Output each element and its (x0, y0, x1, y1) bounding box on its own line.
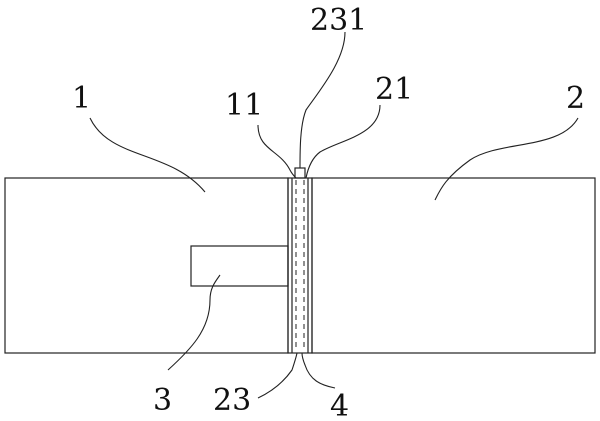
right-plate (311, 177, 596, 354)
label-4: 4 (330, 389, 349, 421)
leader-line-21 (305, 104, 381, 179)
label-1: 1 (72, 81, 91, 116)
label-2: 2 (566, 81, 585, 116)
leader-line-23 (257, 352, 298, 399)
leader-line-2 (434, 117, 579, 201)
label-11: 11 (225, 88, 263, 123)
leader-line-1 (89, 117, 206, 193)
side-block (190, 245, 289, 287)
label-23: 23 (213, 383, 251, 418)
label-3: 3 (153, 383, 172, 418)
leader-line-231 (299, 31, 346, 169)
leader-line-4 (301, 352, 336, 389)
protruding-tab (294, 167, 306, 179)
label-231: 231 (310, 3, 367, 38)
label-21: 21 (375, 72, 413, 107)
left-plate (4, 177, 289, 354)
leader-line-11 (257, 124, 297, 179)
leader-line-3 (167, 274, 221, 371)
